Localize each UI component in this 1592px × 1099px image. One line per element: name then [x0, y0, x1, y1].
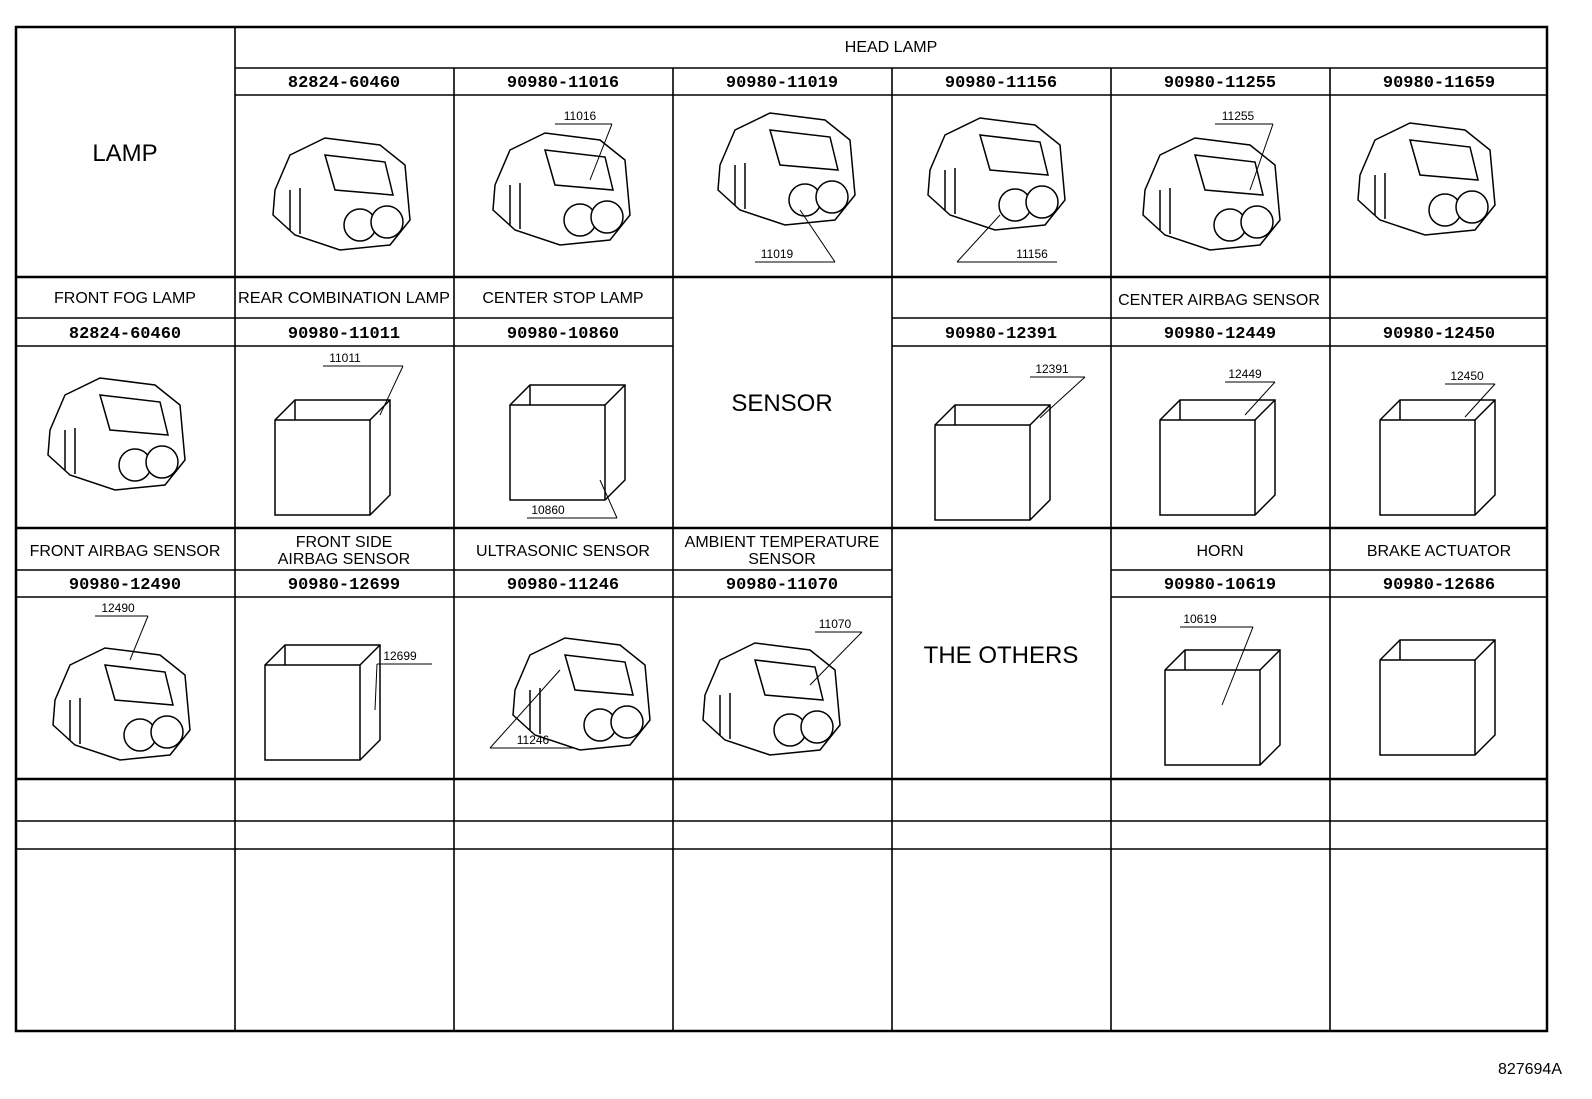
- connector-90980-12490-icon: 12490: [52, 601, 191, 761]
- label-horn: HORN: [1196, 543, 1243, 560]
- label-ambient-temp-line2: SENSOR: [748, 551, 816, 568]
- label-front-airbag-sensor: FRONT AIRBAG SENSOR: [30, 543, 221, 560]
- callout-12391: 12391: [1035, 362, 1069, 376]
- part-number-90980-10619: 90980-10619: [1164, 576, 1276, 595]
- group-the-others: THE OTHERS: [924, 642, 1079, 669]
- connector-90980-12449-icon: 12449: [1159, 367, 1276, 516]
- part-number-82824-60460-fog: 82824-60460: [69, 325, 181, 344]
- connector-90980-11011-icon: 11011: [274, 351, 404, 516]
- label-ultrasonic-sensor: ULTRASONIC SENSOR: [476, 543, 650, 560]
- part-number-90980-11659: 90980-11659: [1383, 74, 1495, 93]
- callout-12449: 12449: [1228, 367, 1262, 381]
- part-number-90980-11255: 90980-11255: [1164, 74, 1276, 93]
- connector-82824-60460-icon: [272, 137, 411, 251]
- callout-11156: 11156: [1016, 247, 1048, 261]
- callout-11246: 11246: [517, 733, 550, 747]
- callout-12490: 12490: [101, 601, 135, 615]
- part-number-90980-12699: 90980-12699: [288, 576, 400, 595]
- part-number-90980-11156: 90980-11156: [945, 74, 1057, 93]
- part-number-90980-11070: 90980-11070: [726, 576, 838, 595]
- connector-90980-11016-icon: 11016: [492, 109, 631, 246]
- label-front-side-line1: FRONT SIDE: [296, 534, 393, 551]
- label-front-side-line2: AIRBAG SENSOR: [278, 551, 410, 568]
- sheet-number: 827694A: [1497, 1061, 1562, 1078]
- connector-90980-11156-icon: 11156: [927, 117, 1066, 263]
- connector-90980-12686-icon: [1379, 639, 1496, 756]
- connector-90980-12699-icon: 12699: [264, 644, 432, 761]
- part-number-82824-60460: 82824-60460: [288, 74, 400, 93]
- connector-90980-11255-icon: 11255: [1142, 109, 1281, 251]
- callout-11255: 11255: [1222, 109, 1255, 123]
- connector-82824-60460-fog-icon: [47, 377, 186, 491]
- part-number-90980-11019: 90980-11019: [726, 74, 838, 93]
- label-brake-actuator: BRAKE ACTUATOR: [1367, 543, 1511, 560]
- part-number-90980-11011: 90980-11011: [288, 325, 400, 344]
- connector-90980-11019-icon: 11019: [717, 112, 856, 263]
- label-center-stop-lamp: CENTER STOP LAMP: [482, 290, 643, 307]
- connector-90980-10619-icon: 10619: [1164, 612, 1281, 766]
- callout-12699: 12699: [383, 649, 417, 663]
- part-number-90980-12490: 90980-12490: [69, 576, 181, 595]
- connector-90980-12391-icon: 12391: [934, 362, 1086, 521]
- callout-10860: 10860: [531, 503, 565, 517]
- label-rear-combination-lamp: REAR COMBINATION LAMP: [238, 290, 450, 307]
- label-front-fog-lamp: FRONT FOG LAMP: [54, 290, 196, 307]
- group-lamp: LAMP: [92, 140, 157, 167]
- connector-90980-10860-icon: 10860: [509, 384, 626, 519]
- part-number-90980-11016: 90980-11016: [507, 74, 619, 93]
- grid-lines: [14, 25, 1549, 1033]
- callout-11019: 11019: [761, 247, 794, 261]
- connector-90980-11070-icon: 11070: [702, 617, 863, 756]
- group-head-lamp: HEAD LAMP: [845, 39, 937, 56]
- part-number-90980-12391: 90980-12391: [945, 325, 1057, 344]
- callout-11011: 11011: [329, 351, 361, 365]
- part-number-90980-11246: 90980-11246: [507, 576, 619, 595]
- callout-12450: 12450: [1450, 369, 1484, 383]
- part-number-90980-10860: 90980-10860: [507, 325, 619, 344]
- connector-90980-11246-icon: 11246: [489, 637, 651, 751]
- callout-10619: 10619: [1183, 612, 1217, 626]
- group-sensor: SENSOR: [731, 390, 832, 417]
- callout-11070: 11070: [819, 617, 852, 631]
- connector-90980-12450-icon: 12450: [1379, 369, 1496, 516]
- callout-11016: 11016: [564, 109, 597, 123]
- connector-90980-11659-icon: [1357, 122, 1496, 236]
- group-center-airbag-sensor: CENTER AIRBAG SENSOR: [1118, 292, 1320, 309]
- part-number-90980-12450: 90980-12450: [1383, 325, 1495, 344]
- label-ambient-temp-line1: AMBIENT TEMPERATURE: [685, 534, 880, 551]
- part-number-90980-12449: 90980-12449: [1164, 325, 1276, 344]
- part-number-90980-12686: 90980-12686: [1383, 576, 1495, 595]
